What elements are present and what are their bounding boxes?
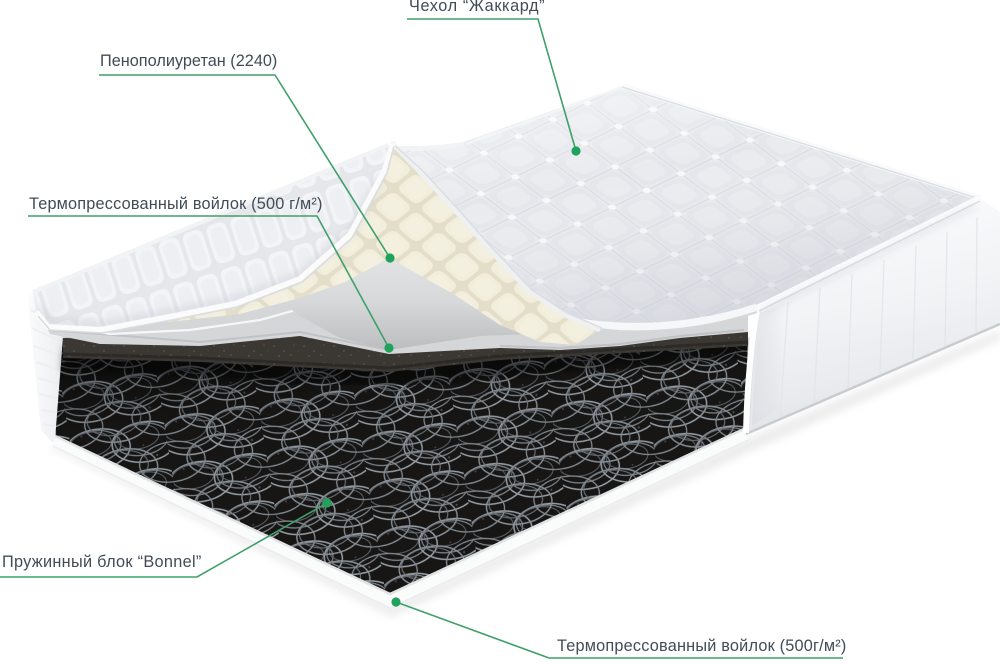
svg-text:Термопрессованный войлок (500г: Термопрессованный войлок (500г/м²): [557, 637, 847, 655]
svg-text:Пружинный блок “Bonnel”: Пружинный блок “Bonnel”: [2, 553, 202, 571]
svg-text:Термопрессованный войлок (500: Термопрессованный войлок (500 г/м²): [29, 195, 323, 213]
svg-text:Пенополиуретан (2240): Пенополиуретан (2240): [100, 52, 277, 70]
svg-text:Чехол “Жаккард”: Чехол “Жаккард”: [409, 0, 545, 15]
